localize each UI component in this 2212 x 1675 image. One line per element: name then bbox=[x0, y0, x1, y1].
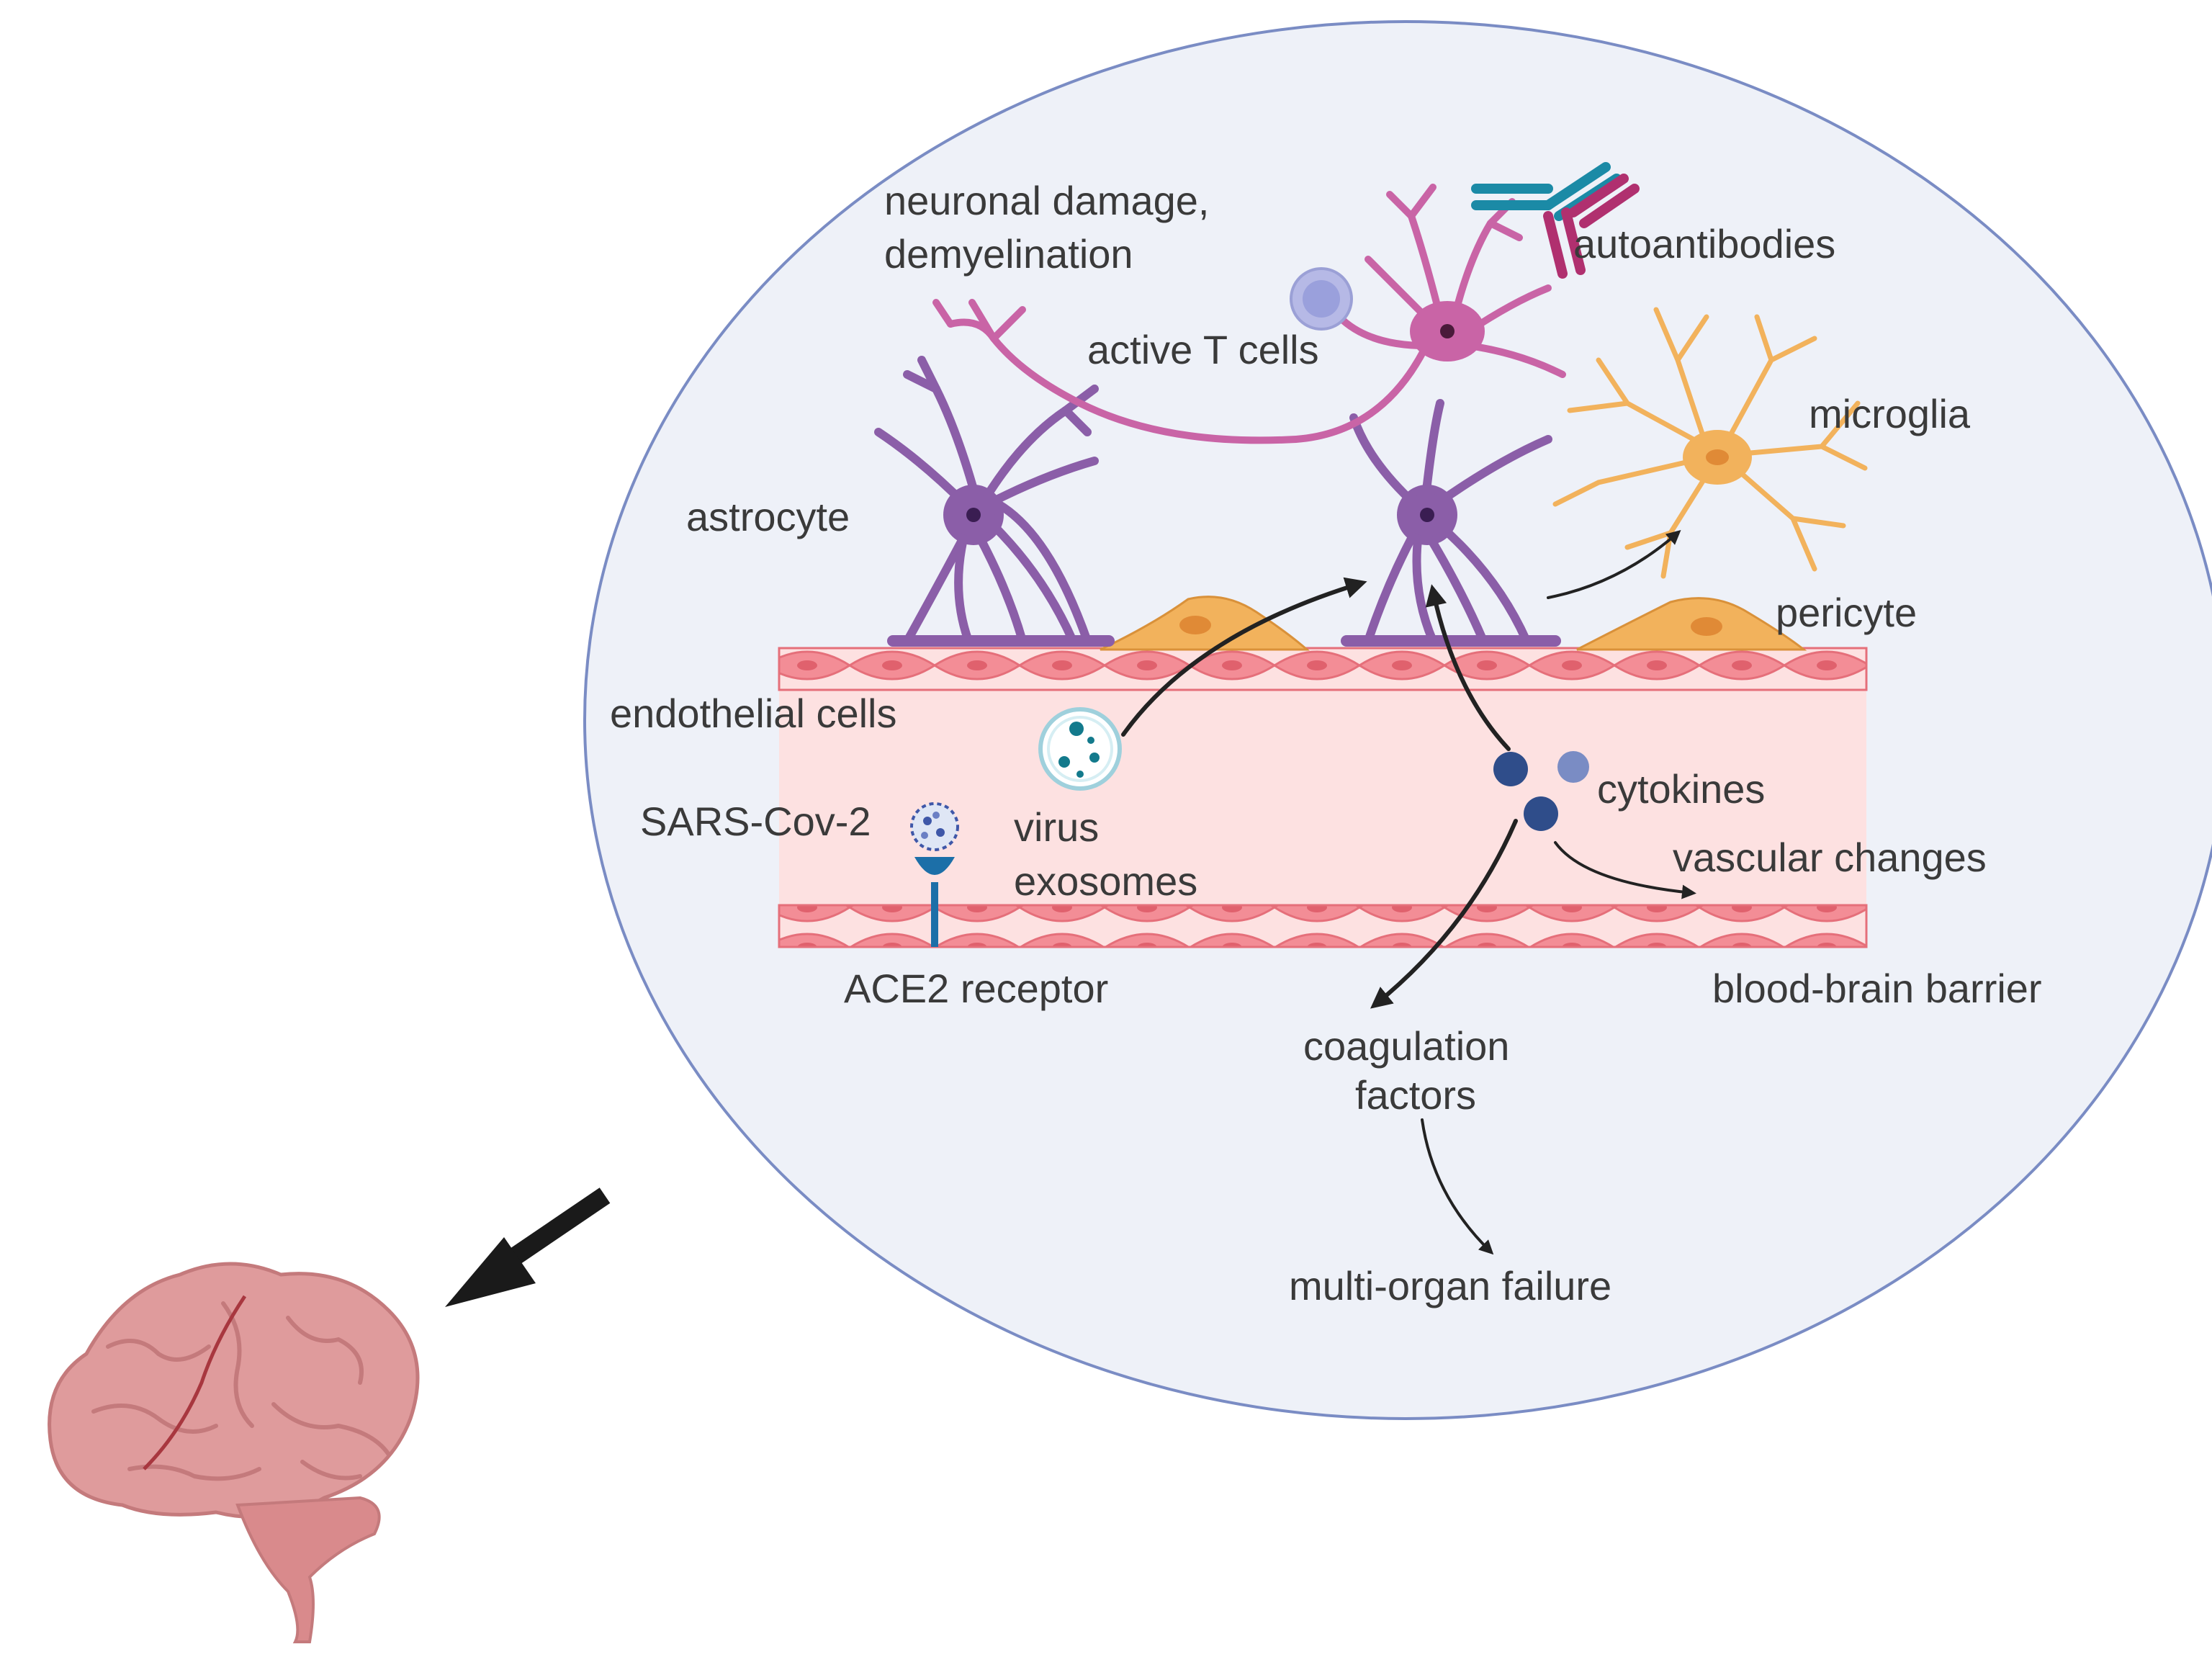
label-virus: virus bbox=[1014, 804, 1099, 850]
arrow-cytokine-to-cell bbox=[1425, 584, 1511, 751]
astrocyte-cell-2 bbox=[1341, 399, 1561, 647]
label-endothelial-cells: endothelial cells bbox=[610, 691, 896, 736]
label-neuronal-damage-1: neuronal damage, bbox=[884, 178, 1209, 223]
microglia-cell bbox=[1552, 307, 1868, 579]
label-autoantibodies: autoantibodies bbox=[1573, 221, 1835, 266]
label-astrocyte: astrocyte bbox=[686, 494, 850, 539]
arrow-vascular-changes bbox=[1554, 841, 1696, 899]
astrocyte-cell bbox=[874, 356, 1115, 647]
big-arrow-to-brain bbox=[445, 1187, 611, 1307]
label-exosomes: exosomes bbox=[1014, 858, 1197, 904]
arrow-multi-organ bbox=[1421, 1118, 1494, 1255]
antibody-icon bbox=[1471, 162, 1640, 279]
vessel-wall-bottom bbox=[778, 904, 1868, 948]
pericyte-cell-2 bbox=[1576, 597, 1807, 651]
label-multi-organ-failure: multi-organ failure bbox=[1289, 1263, 1611, 1308]
virus-particle-icon bbox=[910, 802, 959, 851]
labels: neuronal damage, demyelination autoantib… bbox=[610, 178, 2042, 1308]
cytokines-icon bbox=[1493, 751, 1589, 831]
label-ace2-receptor: ACE2 receptor bbox=[844, 966, 1108, 1011]
arrows bbox=[1121, 530, 1696, 1255]
ace2-receptor-icon bbox=[914, 857, 955, 947]
arrow-to-microglia bbox=[1547, 530, 1681, 599]
arrow-coagulation bbox=[1370, 819, 1518, 1009]
arrow-exosome-to-brain bbox=[1121, 577, 1367, 737]
label-microglia: microglia bbox=[1809, 391, 1971, 436]
label-coagulation: coagulation bbox=[1303, 1023, 1509, 1069]
label-active-t-cells: active T cells bbox=[1087, 327, 1319, 372]
exosome-icon bbox=[1038, 707, 1122, 791]
label-vascular-changes: vascular changes bbox=[1673, 835, 1987, 880]
vessel-wall-top bbox=[778, 647, 1868, 691]
label-cytokines: cytokines bbox=[1597, 766, 1765, 812]
label-neuronal-damage-2: demyelination bbox=[884, 231, 1133, 277]
label-factors: factors bbox=[1355, 1072, 1476, 1118]
brain-icon bbox=[48, 1262, 420, 1643]
label-sars-cov-2: SARS-Cov-2 bbox=[640, 799, 871, 844]
label-pericyte: pericyte bbox=[1776, 590, 1917, 635]
label-blood-brain-barrier: blood-brain barrier bbox=[1712, 966, 2042, 1011]
